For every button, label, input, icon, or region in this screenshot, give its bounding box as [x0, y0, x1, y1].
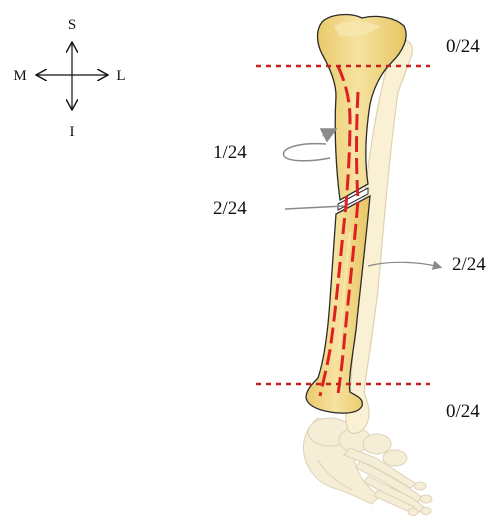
compass-label-inferior: I [70, 124, 75, 140]
foot-bones [303, 418, 432, 516]
compass-label-lateral: L [116, 68, 125, 84]
rotation-curve [283, 144, 330, 161]
fibula-score-label: 2/24 [452, 254, 486, 275]
orientation-compass: S I M L [13, 17, 125, 140]
rotation-arrow-icon [322, 130, 334, 136]
distal-score-label: 0/24 [446, 401, 480, 422]
compass-label-medial: M [13, 68, 26, 84]
fracture-pointer-line [285, 206, 344, 209]
fracture-score-label: 2/24 [213, 198, 247, 219]
compass-label-superior: S [68, 17, 76, 33]
proximal-score-label: 0/24 [446, 36, 480, 57]
rotation-score-label: 1/24 [213, 142, 247, 163]
